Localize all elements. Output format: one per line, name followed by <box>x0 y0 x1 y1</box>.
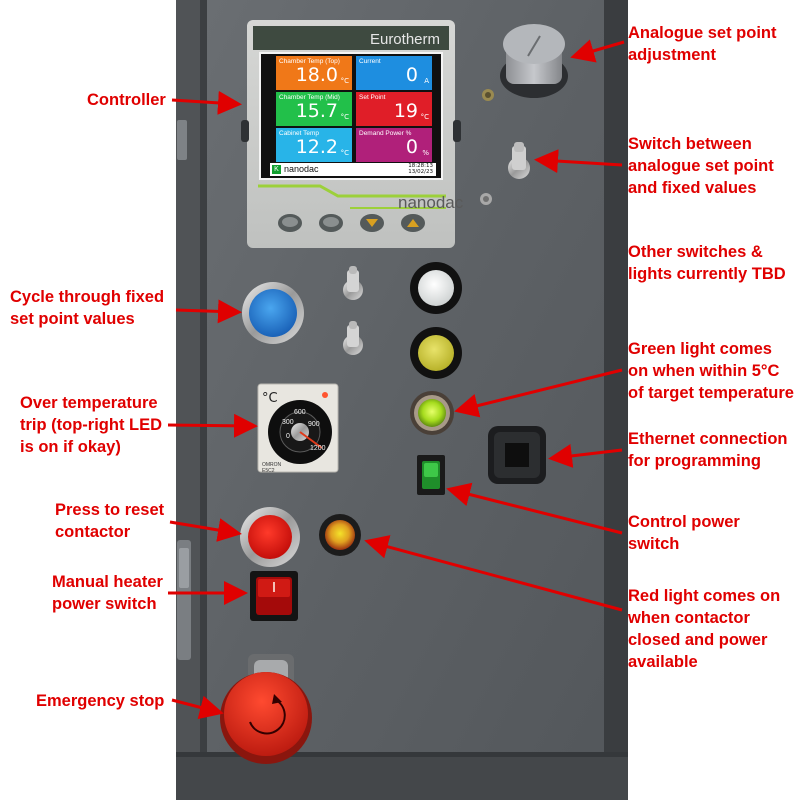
label-cycle-fixed: Cycle through fixed set point values <box>10 288 165 328</box>
trip-unit-maker: OMRON <box>262 462 282 468</box>
controller-model: nanodac <box>398 193 464 212</box>
ethernet-connector[interactable] <box>488 426 546 484</box>
trip-unit-label: °C <box>262 391 278 406</box>
tile-unit: °C <box>340 113 349 121</box>
controller-down-button[interactable] <box>360 214 384 232</box>
label-green-light: Green light comes on when within 5°C of … <box>628 340 794 402</box>
label-switch-between: Switch between analogue set point and fi… <box>628 135 774 197</box>
arrow-mode-switch <box>534 149 623 174</box>
fixed-set-point-cycle-button[interactable] <box>242 282 304 344</box>
contactor-closed-lamp <box>319 514 361 556</box>
tile-label: Demand Power % <box>359 130 412 137</box>
tile-value: 12.2 <box>295 136 338 158</box>
yellow-indicator-lamp <box>410 327 462 379</box>
arrow-green-light <box>454 368 623 418</box>
tbd-toggle-switch-2[interactable] <box>343 321 363 355</box>
tile-label: Chamber Temp (Top) <box>279 58 340 65</box>
tile-value: 18.0 <box>295 64 338 86</box>
label-red-light: Red light comes on when contactor closed… <box>628 587 781 671</box>
over-temperature-trip-unit: °C OMRON E5C2 <box>257 383 339 474</box>
tile-unit: °C <box>340 77 349 85</box>
tile-unit: % <box>422 149 429 157</box>
tbd-toggle-switch-1[interactable] <box>343 266 363 300</box>
tile-chamber-temp-top: Chamber Temp (Top)18.0°C <box>276 56 352 90</box>
tile-unit: °C <box>420 113 429 121</box>
label-controller: Controller <box>87 91 166 109</box>
trip-scale-0: 0 <box>286 433 290 440</box>
tile-value: 19 <box>393 100 418 122</box>
tile-label: Cabinet Temp <box>279 130 319 137</box>
trip-unit-model: E5C2 <box>262 468 275 474</box>
arrow-reset <box>169 518 242 542</box>
label-analogue-set-point: Analogue set point adjustment <box>628 24 777 64</box>
control-power-switch[interactable] <box>417 455 445 495</box>
set-point-knob[interactable] <box>500 24 568 98</box>
status-device-name: nanodac <box>284 164 319 174</box>
trip-scale-900: 900 <box>308 421 320 428</box>
arrow-red-light <box>364 535 623 612</box>
set-point-mode-toggle[interactable] <box>508 142 530 179</box>
arrow-controller <box>171 90 242 115</box>
tile-value: 0 <box>405 64 418 86</box>
tile-label: Set Point <box>359 94 386 101</box>
label-other-switches: Other switches & lights currently TBD <box>628 243 786 283</box>
manual-heater-switch[interactable] <box>250 571 298 621</box>
reset-contactor-button[interactable] <box>240 507 300 567</box>
controller-scroll-button[interactable] <box>319 214 343 232</box>
emergency-stop-button[interactable] <box>220 654 312 764</box>
tile-unit: °C <box>340 149 349 157</box>
tile-set-point: Set Point 19°C <box>356 92 432 126</box>
trip-scale-600: 600 <box>294 409 306 416</box>
arrow-cycle-button <box>175 299 242 324</box>
trip-scale-300: 300 <box>282 419 294 426</box>
label-control-power: Control power switch <box>628 513 740 553</box>
arrow-over-temp <box>167 413 258 438</box>
label-over-temp: Over temperature trip (top-right LED is … <box>20 394 163 456</box>
controller-status-bar: K nanodac 18:28:13 13/02/23 <box>270 163 436 176</box>
controller-brand: Eurotherm <box>370 31 440 48</box>
status-logo-icon: K <box>272 165 281 174</box>
arrow-ethernet <box>548 443 623 468</box>
tile-label: Current <box>359 58 381 65</box>
arrow-analogue-set-point <box>570 39 625 63</box>
tile-unit: A <box>424 77 429 85</box>
arrow-emergency-stop <box>171 695 224 720</box>
tile-chamber-temp-mid: Chamber Temp (Mid)15.7°C <box>276 92 352 126</box>
arrow-control-power <box>446 482 623 535</box>
label-press-reset: Press to reset contactor <box>55 501 165 541</box>
controller-page-button[interactable] <box>278 214 302 232</box>
tile-label: Chamber Temp (Mid) <box>279 94 340 101</box>
tile-value: 15.7 <box>295 100 338 122</box>
status-time: 18:28:13 <box>408 163 433 169</box>
status-date: 13/02/23 <box>408 169 433 175</box>
tile-demand-power: Demand Power %0% <box>356 128 432 162</box>
trip-scale-1200: 1200 <box>310 445 326 452</box>
trip-ok-led <box>322 392 328 398</box>
green-temperature-lamp <box>410 391 454 435</box>
label-manual-heater: Manual heater power switch <box>52 573 163 613</box>
tile-value: 0 <box>405 136 418 158</box>
white-indicator-lamp <box>410 262 462 314</box>
controller-up-button[interactable] <box>401 214 425 232</box>
label-emergency-stop: Emergency stop <box>36 692 165 710</box>
label-ethernet: Ethernet connection for programming <box>628 430 788 470</box>
